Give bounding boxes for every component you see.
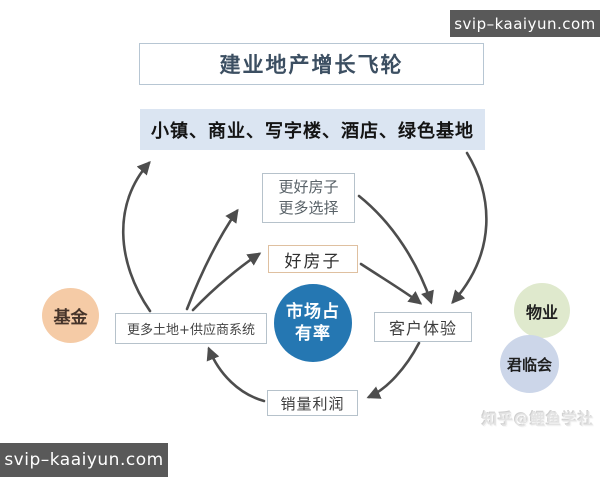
diagram-title: 建业地产增长飞轮 — [139, 43, 484, 85]
node-better-houses-line2: 更多选择 — [278, 199, 339, 217]
site-badge-bottom-left: svip–kaaiyun.com — [0, 443, 168, 477]
arrow-land-to-better-houses — [185, 208, 239, 311]
node-good-house: 好房子 — [268, 245, 358, 273]
site-badge-top-right: svip–kaaiyun.com — [450, 10, 600, 37]
node-better-houses: 更好房子 更多选择 — [262, 173, 355, 223]
node-customer-experience: 客户体验 — [374, 312, 472, 342]
arrow-land-to-good-house — [191, 252, 262, 312]
node-land-supply: 更多土地+供应商系统 — [115, 313, 267, 344]
node-better-houses-line1: 更好房子 — [278, 178, 339, 196]
arrow-sales-to-land — [206, 346, 266, 403]
node-market-share-line1: 市场占 — [286, 302, 340, 322]
arrow-customer-to-sales — [366, 341, 421, 399]
arrow-good-house-to-customer — [359, 262, 423, 305]
product-types-banner: 小镇、商业、写字楼、酒店、绿色基地 — [140, 109, 485, 150]
node-fund: 基金 — [42, 288, 99, 343]
node-market-share-line2: 有率 — [295, 324, 331, 344]
arrow-better-houses-to-customer — [357, 194, 434, 305]
zhihu-watermark: 知乎@鲤鱼学社 — [482, 410, 595, 428]
node-junlin-club: 君临会 — [500, 335, 559, 393]
node-property: 物业 — [514, 283, 570, 338]
node-market-share: 市场占 有率 — [274, 284, 352, 362]
node-sales-profit: 销量利润 — [267, 390, 358, 416]
arrow-banner-to-customer — [451, 151, 488, 305]
arrow-land-to-banner — [121, 160, 152, 313]
